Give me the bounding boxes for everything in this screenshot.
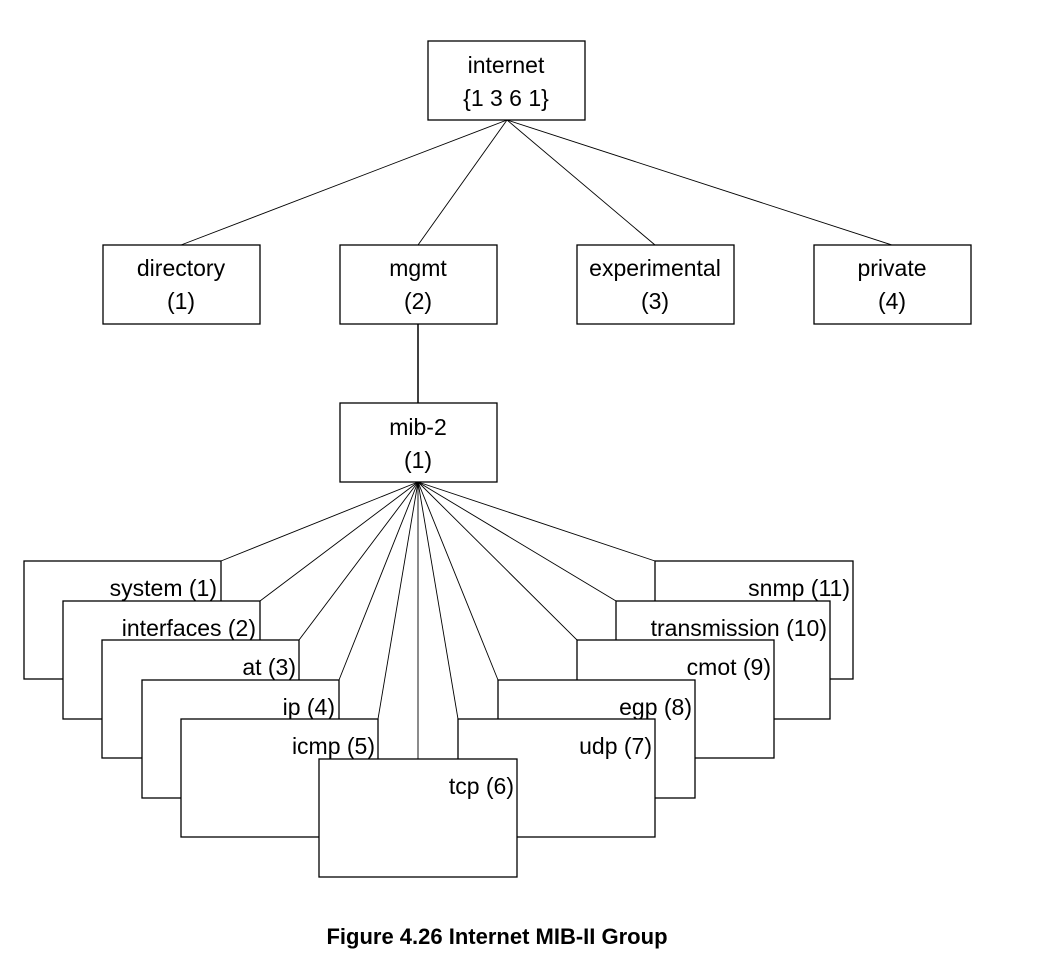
node-internet: internet {1 3 6 1} bbox=[427, 40, 586, 121]
edge-mib2-system bbox=[220, 481, 419, 562]
group-ip-label: ip (4) bbox=[283, 694, 335, 720]
node-mib2-number: (1) bbox=[404, 447, 432, 473]
node-directory-number: (1) bbox=[167, 288, 195, 314]
node-experimental-number: (3) bbox=[641, 288, 669, 314]
node-private-number: (4) bbox=[878, 288, 906, 314]
group-egp-label: egp (8) bbox=[619, 694, 692, 720]
node-experimental-name: experimental bbox=[589, 255, 721, 281]
group-transmission-label: transmission (10) bbox=[651, 615, 827, 641]
edge-mib2-egp bbox=[417, 481, 499, 681]
node-internet-oid: {1 3 6 1} bbox=[463, 85, 549, 111]
node-mib2: mib-2 (1) bbox=[339, 402, 498, 483]
group-icmp-label: icmp (5) bbox=[292, 733, 375, 759]
edge-internet-experimental bbox=[506, 119, 656, 246]
edge-internet-private bbox=[506, 119, 893, 246]
group-cmot-label: cmot (9) bbox=[687, 654, 771, 680]
node-mgmt: mgmt (2) bbox=[339, 244, 498, 325]
group-at-label: at (3) bbox=[242, 654, 296, 680]
node-directory-name: directory bbox=[137, 255, 226, 281]
figure-caption: Figure 4.26 Internet MIB-II Group bbox=[326, 924, 668, 949]
node-directory: directory (1) bbox=[102, 244, 261, 325]
edge-mib2-snmp bbox=[417, 481, 656, 562]
node-private: private (4) bbox=[813, 244, 972, 325]
group-interfaces-label: interfaces (2) bbox=[122, 615, 256, 641]
group-udp-label: udp (7) bbox=[579, 733, 652, 759]
node-mgmt-number: (2) bbox=[404, 288, 432, 314]
node-experimental: experimental (3) bbox=[576, 244, 735, 325]
node-mib2-name: mib-2 bbox=[389, 414, 447, 440]
group-snmp-label: snmp (11) bbox=[748, 575, 850, 601]
edge-mib2-ip bbox=[338, 481, 419, 681]
node-private-name: private bbox=[857, 255, 926, 281]
edge-mib2-interfaces bbox=[259, 481, 419, 602]
group-tcp-label: tcp (6) bbox=[449, 773, 514, 799]
edge-internet-mgmt bbox=[417, 119, 508, 246]
edge-mib2-icmp bbox=[377, 481, 419, 720]
group-system-label: system (1) bbox=[110, 575, 217, 601]
edge-mib2-at bbox=[298, 481, 419, 641]
edge-internet-directory bbox=[180, 119, 508, 246]
node-mgmt-name: mgmt bbox=[389, 255, 447, 281]
edge-mib2-cmot bbox=[417, 481, 578, 641]
edge-mib2-transmission bbox=[417, 481, 617, 602]
edge-mib2-udp bbox=[417, 481, 459, 720]
node-internet-name: internet bbox=[468, 52, 545, 78]
group-tcp: tcp (6) bbox=[318, 758, 518, 878]
